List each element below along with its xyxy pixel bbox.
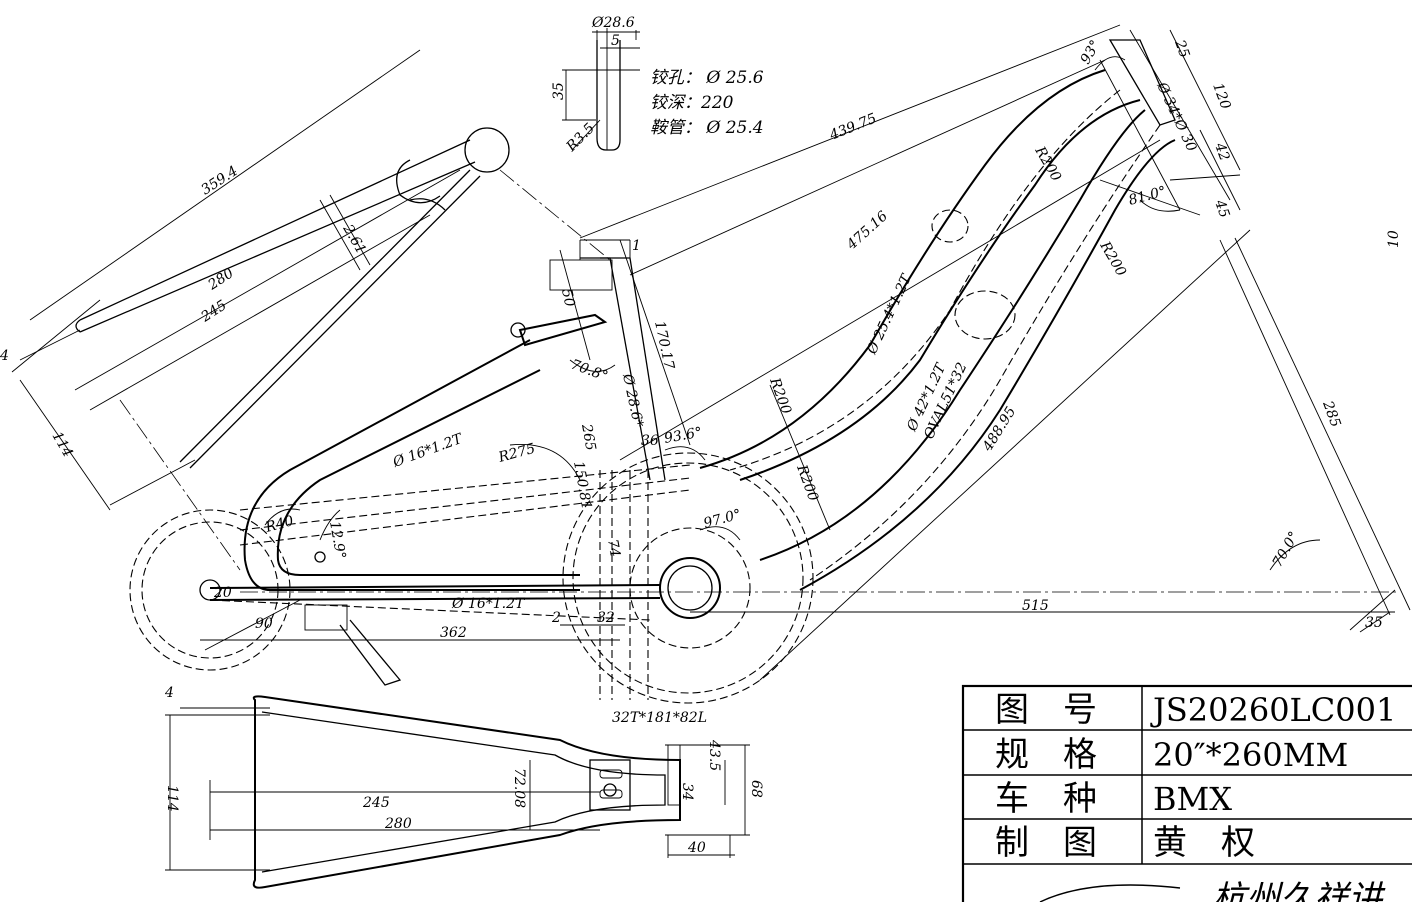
- dim-90: 90: [255, 616, 273, 632]
- dim-280-bot: 280: [384, 816, 412, 832]
- dim-150-81: 150.81: [570, 460, 594, 511]
- dim-36: 36: [641, 433, 659, 449]
- dim-r40: R40: [263, 513, 296, 536]
- dim-r200-a: R200: [1031, 143, 1064, 184]
- title-drawing-no: JS20260LC001: [1150, 691, 1396, 729]
- dim-362: 362: [440, 625, 467, 641]
- dim-16-bot: Ø 16*1.2T: [451, 596, 526, 612]
- dim-170-17: 170.17: [651, 320, 677, 371]
- dim-265: 265: [578, 422, 599, 452]
- dim-2: 2: [551, 610, 561, 626]
- dim-72: 72.08: [511, 768, 527, 808]
- title-label-spec: 规 格: [995, 735, 1097, 775]
- dim-5: 5: [611, 33, 620, 49]
- dim-4-top: 4: [0, 348, 9, 364]
- dim-50: 50: [558, 288, 577, 309]
- dim-43-5: 43.5: [706, 739, 722, 771]
- dim-42: 42: [1211, 140, 1233, 163]
- title-block: 图 号 JS20260LC001 规 格 20″*260MM 车 种 BMX 制…: [961, 684, 1412, 902]
- dim-97: 97.0°: [702, 507, 743, 532]
- dim-114-top: 114: [49, 429, 76, 460]
- dim-93-6: 93.6°: [663, 425, 703, 447]
- dim-r200-c: R200: [766, 375, 794, 417]
- dim-12-9: 12.9°: [326, 520, 348, 560]
- note-reamer-depth: 铰深：220: [650, 93, 734, 113]
- dim-32: 32: [597, 610, 615, 626]
- title-spec: 20″*260MM: [1153, 736, 1348, 774]
- dim-35-b: 35: [1365, 615, 1383, 631]
- dim-r200-d: R200: [793, 462, 821, 504]
- title-company: 杭州久祥讲: [1212, 879, 1386, 902]
- dim-1: 1: [632, 238, 641, 254]
- dim-r200-b: R200: [1096, 238, 1129, 279]
- dim-439-75: 439.75: [827, 110, 879, 144]
- dim-120: 120: [1209, 81, 1233, 112]
- dim-28-6x: Ø 28.6*: [619, 372, 646, 429]
- title-label-drawing-no: 图 号: [995, 690, 1097, 730]
- seat-tube-detail: Ø28.6 5 35 R3.5: [551, 15, 640, 156]
- dim-25: 25: [1171, 37, 1193, 60]
- company-logo: [1039, 884, 1181, 902]
- dim-2-61: 2.61: [339, 221, 369, 257]
- dim-4-bot: 4: [164, 685, 174, 701]
- dim-70-8: 70.8°: [569, 357, 610, 385]
- dim-r275: R275: [496, 441, 537, 466]
- dim-245-top: 245: [198, 297, 230, 326]
- dim-74: 74: [604, 538, 623, 558]
- title-type: BMX: [1153, 780, 1232, 818]
- dim-70: 70.0°: [1270, 529, 1303, 570]
- dim-34: 34: [679, 783, 695, 801]
- dim-34x30: Ø 34*Ø 30: [1153, 79, 1199, 154]
- dim-359-4: 359.4: [198, 163, 240, 198]
- dim-68: 68: [748, 780, 764, 798]
- dim-475-16: 475.16: [843, 208, 891, 253]
- dim-28-6: Ø28.6: [591, 15, 635, 31]
- dim-114-bot: 114: [164, 785, 180, 812]
- dim-40: 40: [687, 840, 706, 856]
- dim-245-bot: 245: [362, 795, 390, 811]
- dim-280-top: 280: [205, 265, 237, 294]
- dim-25-4: Ø 25.4*1.2T: [864, 271, 916, 358]
- dim-sprocket: 32T*181*82L: [612, 710, 707, 726]
- note-seat-tube: 鞍管： Ø 25.4: [650, 118, 764, 138]
- dim-81: 81.0°: [1127, 184, 1168, 209]
- dim-10: 10: [1386, 230, 1402, 248]
- dim-35: 35: [551, 82, 567, 100]
- dim-20: 20: [213, 585, 232, 601]
- main-frame-dimensions: 439.75 475.16 93° 25 120 Ø 34*Ø 30 42 45…: [213, 37, 1402, 726]
- dim-515: 515: [1022, 598, 1049, 614]
- dim-16-top: Ø 16*1.2T: [390, 430, 466, 471]
- main-frame: [129, 24, 1411, 704]
- dim-r3-5: R3.5: [563, 120, 598, 155]
- title-label-type: 车 种: [995, 779, 1097, 819]
- chain-stay-view: 4 114 72.08 245 280 34 43.5 68 40: [164, 685, 764, 889]
- note-reamer-hole: 铰孔： Ø 25.6: [650, 68, 764, 88]
- title-drawn: 黄 权: [1153, 823, 1255, 863]
- reaming-notes: 铰孔： Ø 25.6 铰深：220 鞍管： Ø 25.4: [650, 68, 764, 138]
- title-label-drawn: 制 图: [995, 823, 1097, 863]
- dim-45: 45: [1211, 197, 1233, 220]
